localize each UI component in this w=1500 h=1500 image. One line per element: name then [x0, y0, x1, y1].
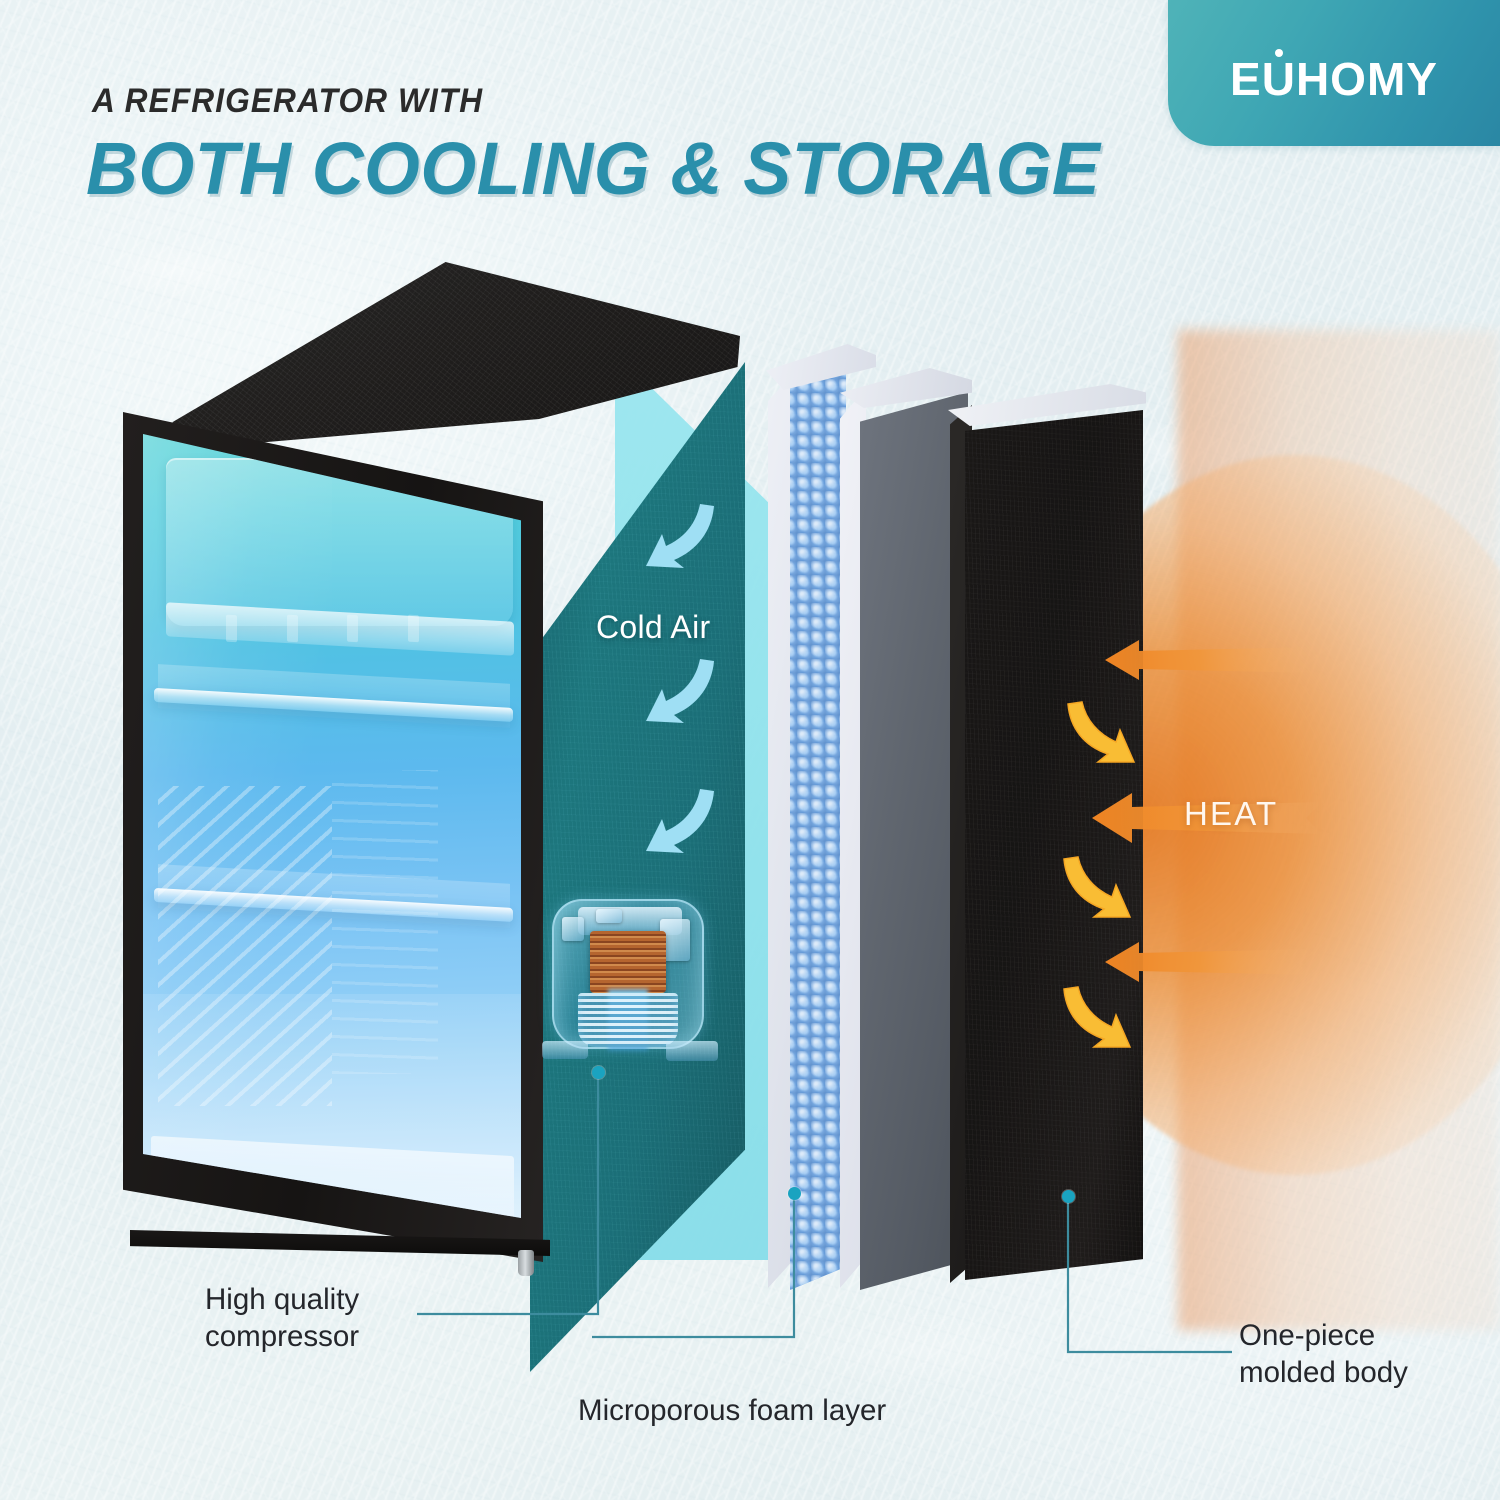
page-headline: BOTH COOLING & STORAGE — [86, 127, 1101, 210]
kicker-text: A REFRIGERATOR WITH — [92, 82, 484, 120]
compressor-mount-right — [666, 1041, 718, 1061]
glass-sheen — [143, 434, 332, 1218]
ice-tray-notch — [286, 614, 298, 643]
compressor-copper-coil — [590, 931, 666, 993]
heat-arrow-curved-icon — [1067, 701, 1136, 763]
callout-dot-icon — [788, 1187, 801, 1200]
compressor-unit — [538, 893, 724, 1079]
callout-label-compressor: High quality compressor — [205, 1283, 360, 1354]
foam-bead-pattern-offset — [790, 358, 846, 1290]
callout-dot-icon — [592, 1066, 605, 1079]
refrigerator-interior — [143, 434, 521, 1218]
cold-air-arrow-icon — [646, 659, 714, 723]
freezer-compartment — [165, 458, 514, 626]
cold-air-arrow-icon — [646, 504, 714, 568]
interior-back-rib-pattern — [332, 770, 438, 1074]
callout-label-foam: Microporous foam layer — [578, 1394, 887, 1427]
molded-body-texture — [965, 410, 1143, 1280]
compressor-port — [596, 909, 622, 923]
cold-air-arrow-icon — [646, 789, 714, 853]
brand-letters-homy: HOMY — [1295, 53, 1438, 105]
brand-letter-e: E — [1230, 53, 1262, 105]
one-piece-molded-body — [965, 410, 1143, 1280]
brand-letter-u: U — [1262, 49, 1296, 106]
heat-arrow-curved-icon — [1063, 856, 1132, 918]
callout-dot-icon — [1062, 1190, 1075, 1203]
compressor-mount-left — [542, 1041, 588, 1059]
brand-u-dot-icon — [1274, 49, 1283, 58]
cabinet-foot — [518, 1250, 534, 1276]
compressor-terminal — [562, 917, 584, 941]
heat-arrow-straight-icon — [1105, 942, 1315, 982]
heat-label: HEAT — [1184, 795, 1279, 832]
refrigerator-cabinet — [120, 262, 780, 1372]
ice-tray-notch — [226, 614, 238, 643]
heat-arrow-straight-icon — [1105, 640, 1315, 680]
ice-tray-notch — [407, 614, 419, 643]
ice-tray-notch — [347, 614, 359, 643]
interior-rib-pattern — [158, 786, 332, 1106]
compressor-fins — [578, 993, 678, 1047]
callout-label-body: One-piece molded body — [1239, 1319, 1408, 1390]
heat-arrow-curved-icon — [1063, 986, 1132, 1048]
heat-arrow-straight-icon — [1092, 793, 1322, 843]
cold-air-label: Cold Air — [596, 609, 711, 645]
